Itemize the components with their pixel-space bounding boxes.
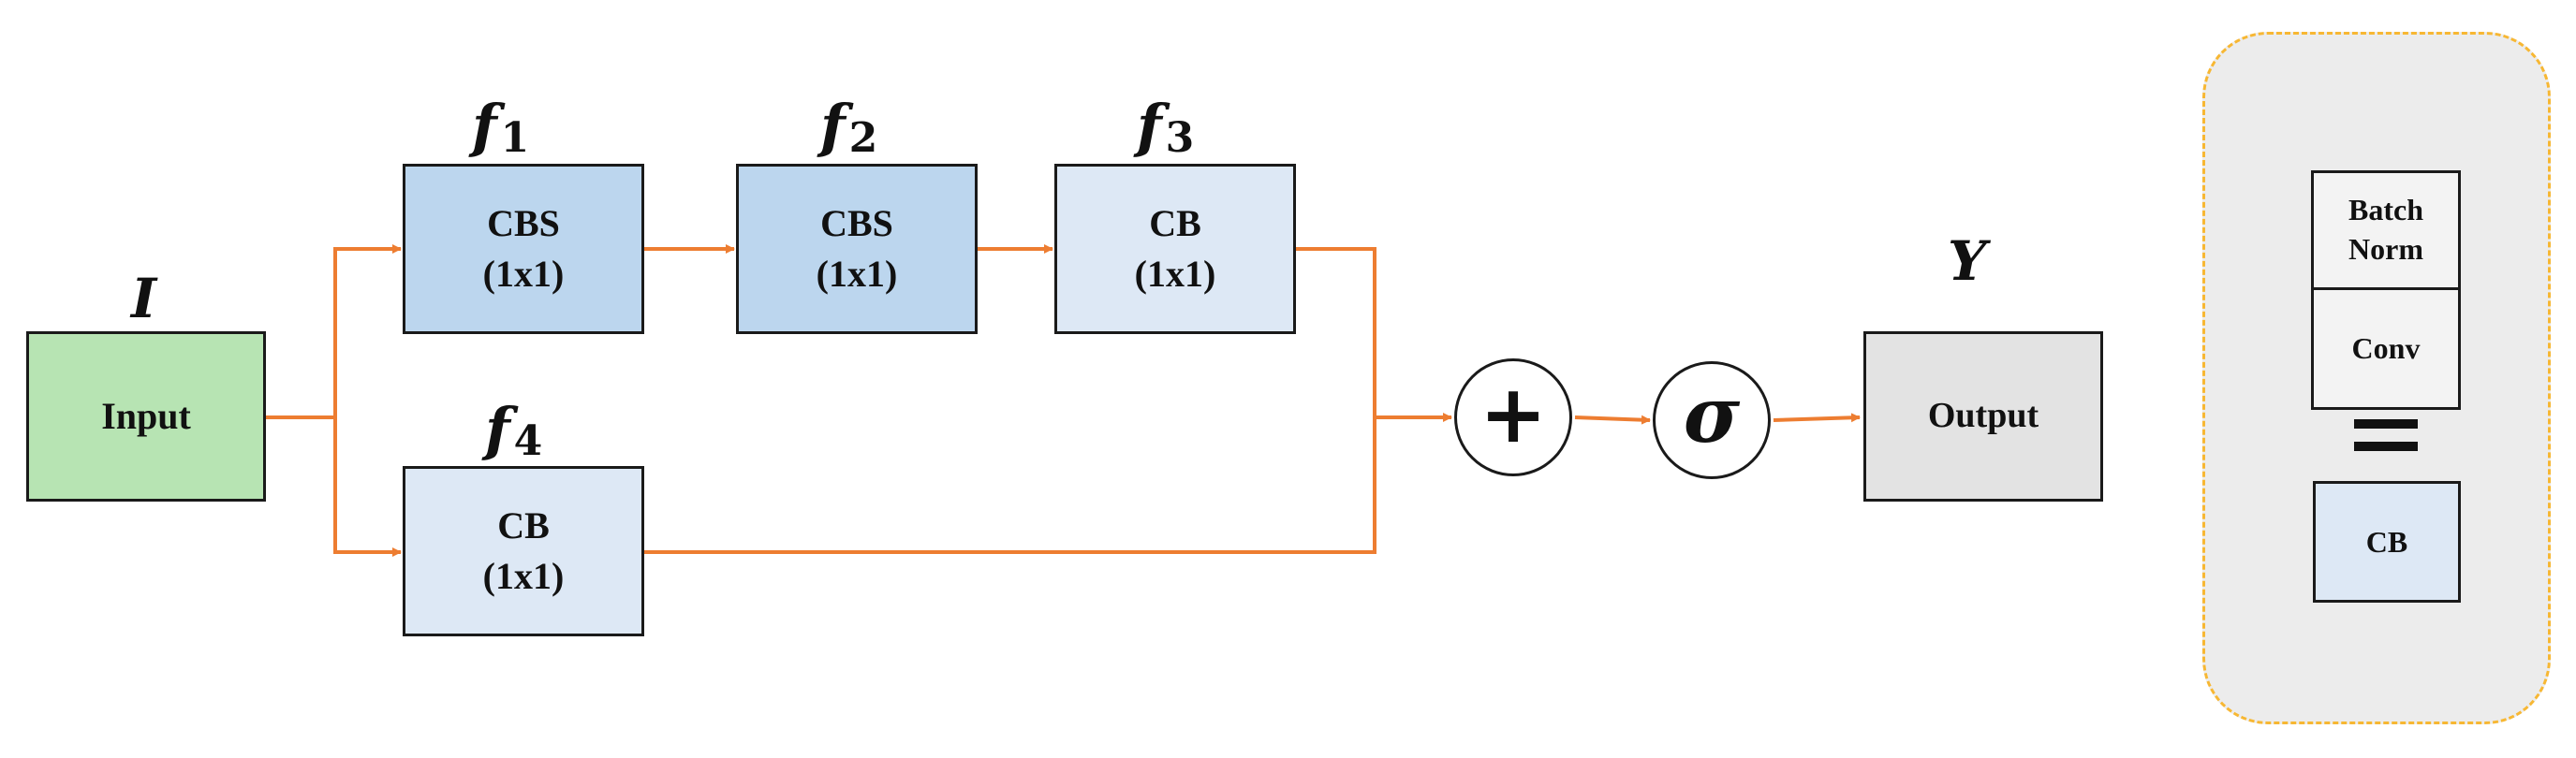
f4-label-base: f [485,395,510,463]
f1-cbs-block: CBS (1x1) [403,164,644,334]
f1-block-line1: CBS [487,202,560,244]
f3-label-base: f [1137,92,1162,160]
wire-f3-merge [1296,247,1376,417]
f3-block-line1: CB [1149,202,1201,244]
legend-batchnorm-cell: Batch Norm [2314,173,2458,290]
sigmoid-operator: σ [1653,361,1771,479]
wire-sigma-output [1773,413,1861,423]
legend-cb-label: CB [2365,524,2408,559]
output-block: Output [1863,331,2103,502]
f4-label-sub: 4 [513,417,543,465]
wire-to-f1 [333,244,402,417]
f2-block-line2: (1x1) [816,253,898,295]
f4-block-line2: (1x1) [482,555,565,597]
f2-label: f2 [820,97,877,159]
f2-label-base: f [820,92,846,160]
f2-label-sub: 2 [848,114,878,162]
input-block-label: Input [101,395,191,437]
f1-label-sub: 1 [500,114,530,162]
output-symbol-label: Y [1948,229,1987,293]
output-block-label: Output [1927,396,2039,436]
wire-f4-merge [644,417,1376,554]
f4-label: f4 [485,401,542,462]
f1-block-line2: (1x1) [482,253,565,295]
f3-cb-block: CB (1x1) [1054,164,1296,334]
legend-conv-label: Conv [2351,330,2421,365]
f1-label: f1 [472,97,529,159]
legend-conv-cell: Conv [2314,290,2458,407]
legend-batchnorm-label: Batch Norm [2348,193,2423,266]
f3-label-sub: 3 [1165,114,1195,162]
input-block: Input [26,331,266,502]
f4-block-line1: CB [497,504,550,547]
f2-block-line1: CBS [820,202,893,244]
f4-cb-block: CB (1x1) [403,466,644,636]
add-operator: + [1454,358,1572,476]
plus-icon: + [1479,368,1548,461]
input-symbol-label: I [131,267,157,330]
legend-stack: Batch Norm Conv [2311,170,2461,410]
f2-cbs-block: CBS (1x1) [736,164,978,334]
f1-label-base: f [472,92,497,160]
wire-to-f4 [333,417,402,557]
wire-add-sigma [1574,415,1651,425]
legend-cb-block: CB [2313,481,2461,603]
sigma-icon: σ [1683,371,1741,460]
equals-icon [2354,419,2418,457]
f3-block-line2: (1x1) [1134,253,1216,295]
f3-label: f3 [1137,97,1194,159]
